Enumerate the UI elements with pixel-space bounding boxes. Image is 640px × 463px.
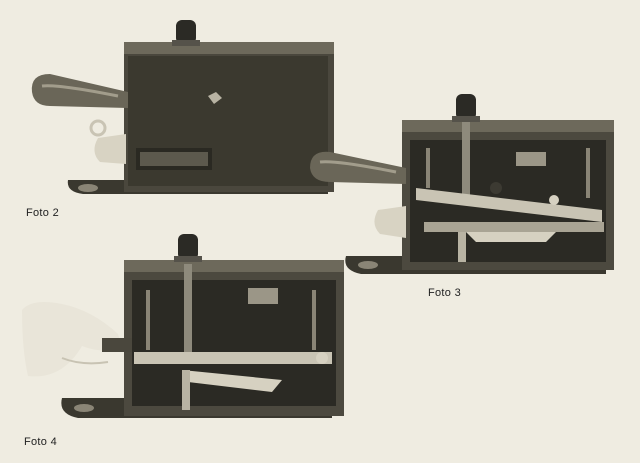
photo-3-image xyxy=(310,94,614,274)
photo-3 xyxy=(306,92,620,280)
photo-2 xyxy=(28,12,348,202)
caption-foto-3: Foto 3 xyxy=(428,287,461,299)
photo-4-image xyxy=(22,234,344,418)
photo-2-image xyxy=(31,20,334,194)
caption-foto-2: Foto 2 xyxy=(26,207,59,219)
caption-foto-4: Foto 4 xyxy=(24,436,57,448)
photo-4 xyxy=(22,230,352,430)
